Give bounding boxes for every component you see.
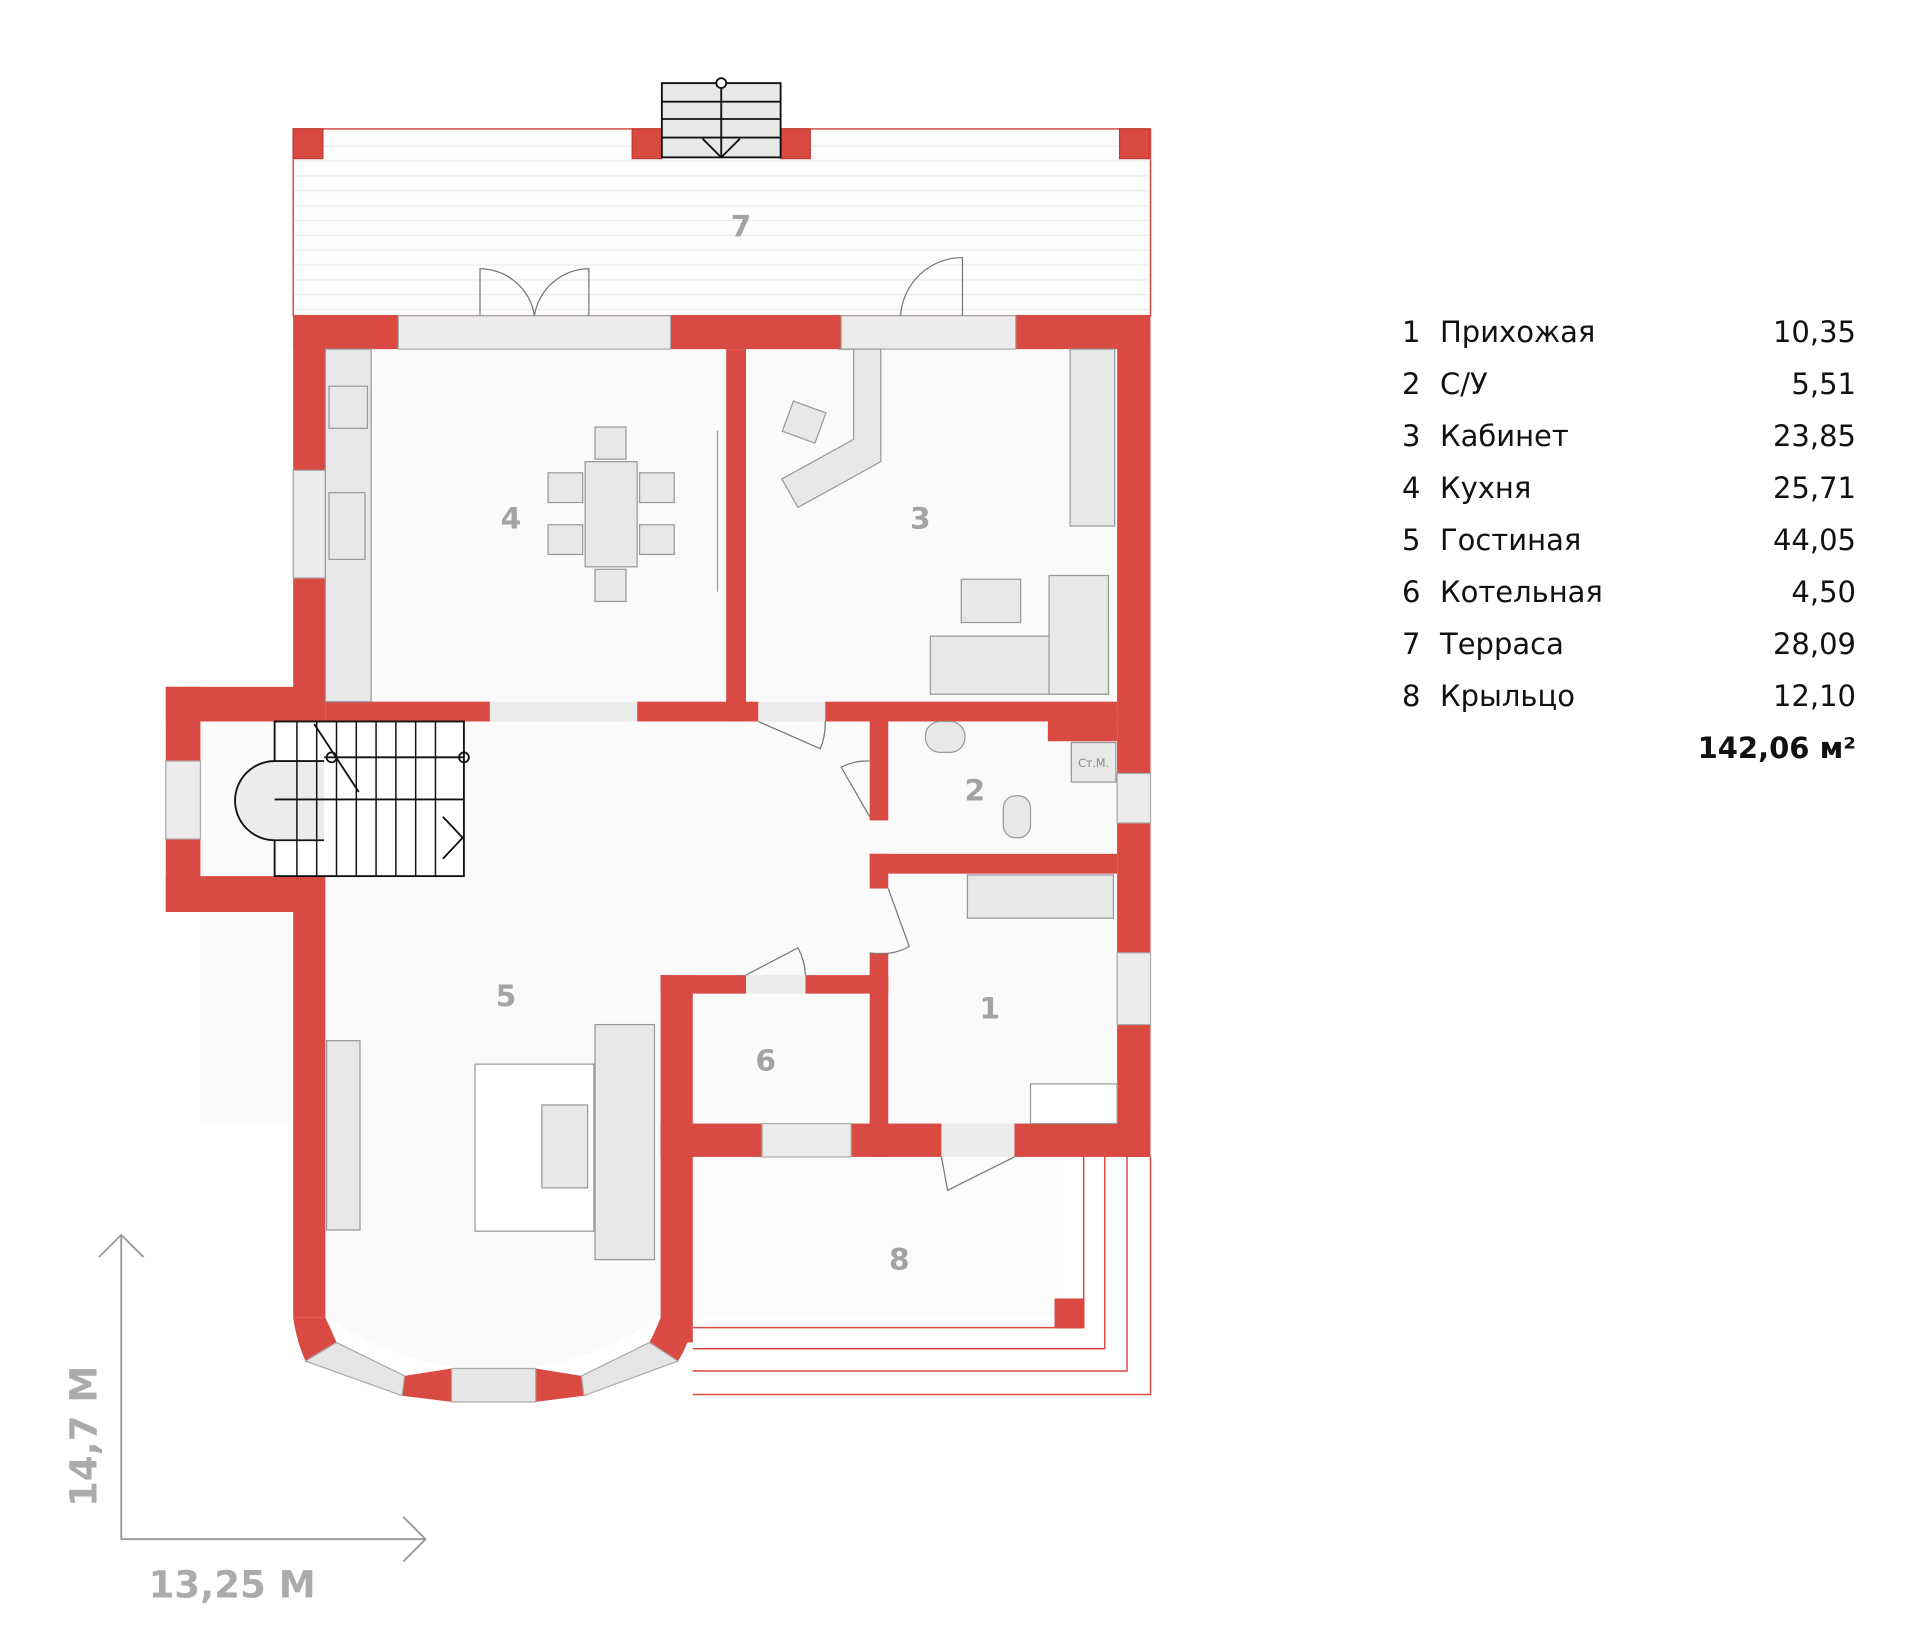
room-numbers: 7 4 3 2 5 1 6 8 — [496, 210, 1000, 1278]
room-number-7: 7 — [731, 210, 752, 245]
legend-name: С/У — [1440, 367, 1488, 401]
legend-area: 4,50 — [1791, 575, 1856, 609]
legend-number: 1 — [1402, 315, 1421, 349]
legend-number: 3 — [1402, 419, 1421, 453]
legend-name: Кухня — [1440, 471, 1532, 505]
porch-outline — [692, 1156, 1152, 1396]
legend-area: 28,09 — [1772, 627, 1856, 661]
legend-row: 4 Кухня 25,71 — [1402, 462, 1856, 514]
terrace — [292, 128, 1152, 317]
furniture — [324, 348, 1118, 1261]
terrace-stairs — [660, 77, 782, 159]
legend-area: 23,85 — [1772, 419, 1856, 453]
legend-row: 8 Крыльцо 12,10 — [1402, 670, 1856, 722]
legend-area: 10,35 — [1772, 315, 1856, 349]
room-number-3: 3 — [910, 501, 931, 536]
legend-name: Крыльцо — [1440, 679, 1576, 713]
legend-name: Терраса — [1440, 627, 1564, 661]
legend-number: 4 — [1402, 471, 1421, 505]
legend-number: 7 — [1402, 627, 1421, 661]
legend-number: 2 — [1402, 367, 1421, 401]
legend-row: 5 Гостиная 44,05 — [1402, 514, 1856, 566]
legend-number: 6 — [1402, 575, 1421, 609]
legend-name: Прихожая — [1440, 315, 1596, 349]
room-number-8: 8 — [889, 1243, 910, 1278]
room-number-2: 2 — [965, 774, 986, 809]
washing-machine-label: Ст.М. — [1078, 757, 1109, 770]
bay-windows — [304, 1341, 680, 1403]
dimension-arrows — [98, 1233, 427, 1563]
legend-name: Гостиная — [1440, 523, 1582, 557]
height-dimension: 14,7 М — [62, 1366, 105, 1507]
legend-row: 2 С/У 5,51 — [1402, 358, 1856, 410]
room-number-5: 5 — [496, 979, 517, 1014]
legend-area: 5,51 — [1791, 367, 1856, 401]
legend-area: 44,05 — [1772, 523, 1856, 557]
legend-area: 25,71 — [1772, 471, 1856, 505]
walls — [165, 315, 1151, 1402]
legend-number: 8 — [1402, 679, 1421, 713]
legend-name: Кабинет — [1440, 419, 1569, 453]
legend-row: 1 Прихожая 10,35 — [1402, 306, 1856, 358]
legend-row: 7 Терраса 28,09 — [1402, 618, 1856, 670]
room-number-4: 4 — [501, 501, 522, 536]
interior-stairs — [234, 720, 470, 878]
legend-name: Котельная — [1440, 575, 1603, 609]
door-swings — [479, 256, 1015, 1192]
terrace-posts — [292, 128, 1150, 160]
legend-area: 12,10 — [1772, 679, 1856, 713]
total-area: 142,06 м² — [1697, 731, 1856, 765]
width-dimension: 13,25 М — [148, 1563, 315, 1606]
room-number-1: 1 — [979, 991, 1000, 1026]
room-number-6: 6 — [755, 1043, 776, 1078]
windows — [165, 315, 1152, 1158]
legend-row: 6 Котельная 4,50 — [1402, 566, 1856, 618]
legend-row: 3 Кабинет 23,85 — [1402, 410, 1856, 462]
legend-number: 5 — [1402, 523, 1421, 557]
